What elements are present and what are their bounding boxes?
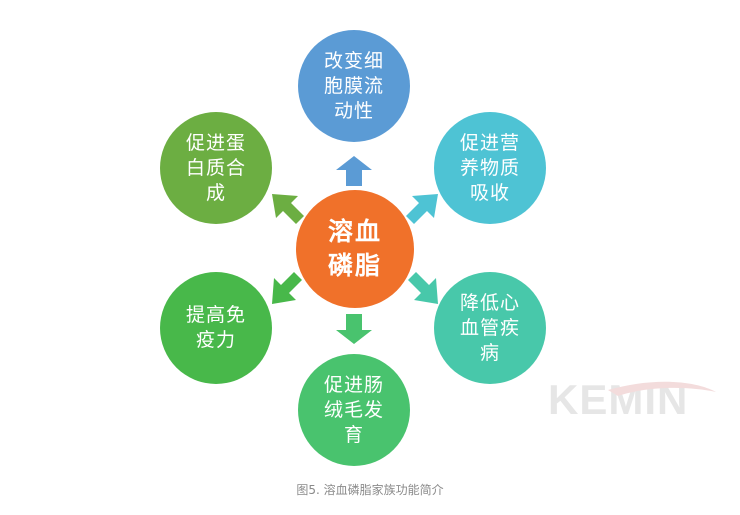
arrow-down-left-icon bbox=[272, 272, 302, 304]
node-protein: 促进蛋 白质合 成 bbox=[160, 112, 272, 224]
node-cardio-label: 降低心 血管疾 病 bbox=[459, 291, 520, 364]
arrow-down-right-icon bbox=[408, 272, 438, 304]
node-cardio: 降低心 血管疾 病 bbox=[434, 272, 546, 384]
node-nutrient: 促进营 养物质 吸收 bbox=[434, 112, 546, 224]
center-node: 溶血 磷脂 bbox=[296, 190, 414, 308]
arrow-up-right-icon bbox=[406, 194, 438, 224]
node-protein-label: 促进蛋 白质合 成 bbox=[185, 131, 246, 204]
node-immunity-label: 提高免 疫力 bbox=[185, 304, 246, 351]
arrow-down-icon bbox=[336, 314, 372, 344]
node-nutrient-label: 促进营 养物质 吸收 bbox=[459, 131, 520, 204]
figure-caption: 图5. 溶血磷脂家族功能简介 bbox=[296, 483, 444, 497]
watermark-swoosh-icon bbox=[608, 381, 716, 396]
arrow-up-left-icon bbox=[272, 194, 304, 224]
node-immunity: 提高免 疫力 bbox=[160, 272, 272, 384]
center-node-label: 溶血 磷脂 bbox=[327, 217, 382, 280]
node-villi: 促进肠 绒毛发 育 bbox=[298, 354, 410, 466]
node-membrane-label: 改变细 胞膜流 动性 bbox=[323, 49, 384, 122]
arrow-up-icon bbox=[336, 156, 372, 186]
node-membrane: 改变细 胞膜流 动性 bbox=[298, 30, 410, 142]
node-villi-label: 促进肠 绒毛发 育 bbox=[323, 373, 384, 446]
